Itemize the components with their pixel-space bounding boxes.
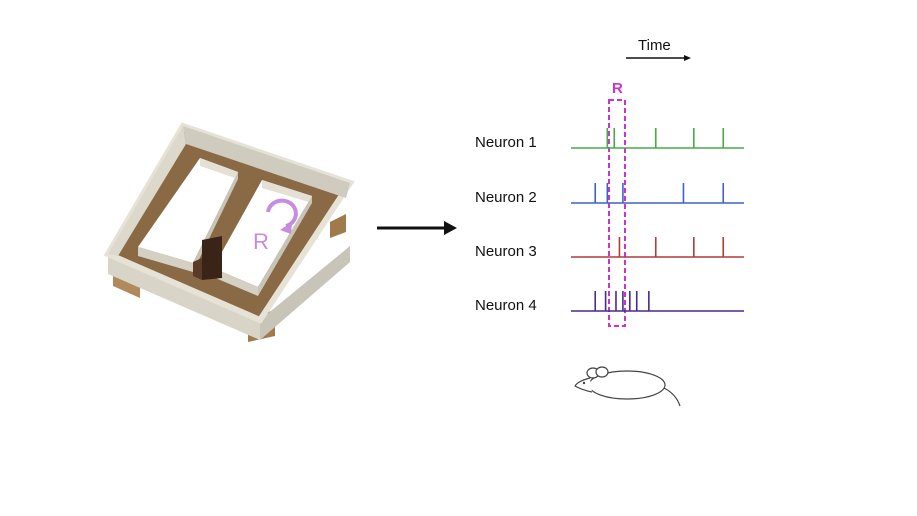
right-arrow [377,221,457,235]
maze-inner-wall [258,196,312,296]
reward-window [608,99,626,327]
reward-window-label: R [612,80,623,97]
maze-illustration: R [103,122,355,342]
spike-raster: Neuron 1 Neuron 2 Neuron 3 Neuron 4 [475,128,744,314]
time-arrow [626,55,691,61]
maze-inner-block-right [213,180,312,287]
maze-inner-wall [138,247,193,272]
maze-left-wall [108,126,186,256]
reward-rotation-arrow-icon [266,198,298,228]
maze-inner-wall [200,158,238,179]
maze-inner-wall [213,268,258,296]
neuron-label: Neuron 4 [475,297,537,314]
maze-inner-block-left [138,158,238,263]
maze-leg [330,214,346,238]
maze-base-left-face [108,254,260,340]
neuron-label: Neuron 2 [475,189,537,206]
neuron-label: Neuron 3 [475,243,537,260]
maze-reward-label: R [253,229,269,254]
mouse-icon [574,366,681,407]
maze-inner-wall [262,180,312,203]
reward-rotation-arrowhead-icon [280,222,292,234]
time-label: Time [638,37,671,54]
maze-base-right-face [260,246,350,340]
maze-gate-side [193,258,202,280]
maze-gate [202,236,222,280]
maze-back-wall [183,126,350,198]
neuron-label: Neuron 1 [475,134,537,151]
